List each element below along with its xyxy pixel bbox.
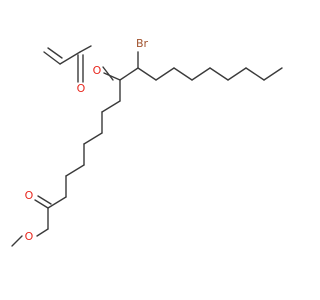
bond-chain-r5 (209, 67, 229, 81)
bond-vinyl-terminal (43, 51, 61, 65)
bond-chain-r7 (245, 67, 265, 81)
bond-ester-c-o (36, 228, 49, 237)
structure-canvas: Br O O O O (11, 37, 283, 247)
bond-chain-r8 (263, 67, 283, 81)
bond-lines (11, 45, 283, 247)
acrylate-ester-oxygen-label: O (93, 64, 102, 77)
bond-vinyl-double (47, 47, 63, 59)
bond-o-ch (102, 66, 114, 81)
bond-chain-r2 (155, 67, 175, 81)
methyl-ester-carbonyl-oxygen-label: O (25, 189, 34, 202)
bond-chain-r4 (191, 67, 211, 81)
bond-o-ch3 (11, 235, 23, 247)
bond-chain-r6 (227, 67, 247, 81)
bond-c9-c10 (119, 67, 139, 81)
bond-chain-d2 (101, 100, 121, 113)
bond-chain-d6 (65, 164, 85, 177)
bond-chain-d8 (47, 196, 67, 209)
bond-chain-r1 (137, 67, 157, 81)
methyl-ester-oxygen-label: O (25, 230, 34, 243)
acrylate-carbonyl-oxygen-label: O (77, 82, 86, 95)
bond-o-ch-alt (103, 72, 121, 81)
bond-chain-r3 (173, 67, 193, 81)
bond-chain-d4 (83, 132, 103, 145)
bromine-atom-label: Br (136, 37, 149, 50)
bond-ester-co-2 (37, 195, 52, 205)
bond-acrylate-c-o (79, 45, 92, 53)
bond-vinyl-to-carbonyl (59, 51, 81, 65)
bond-ester-co-1 (34, 199, 49, 209)
molecule-structure: Br O O O O (11, 37, 283, 247)
